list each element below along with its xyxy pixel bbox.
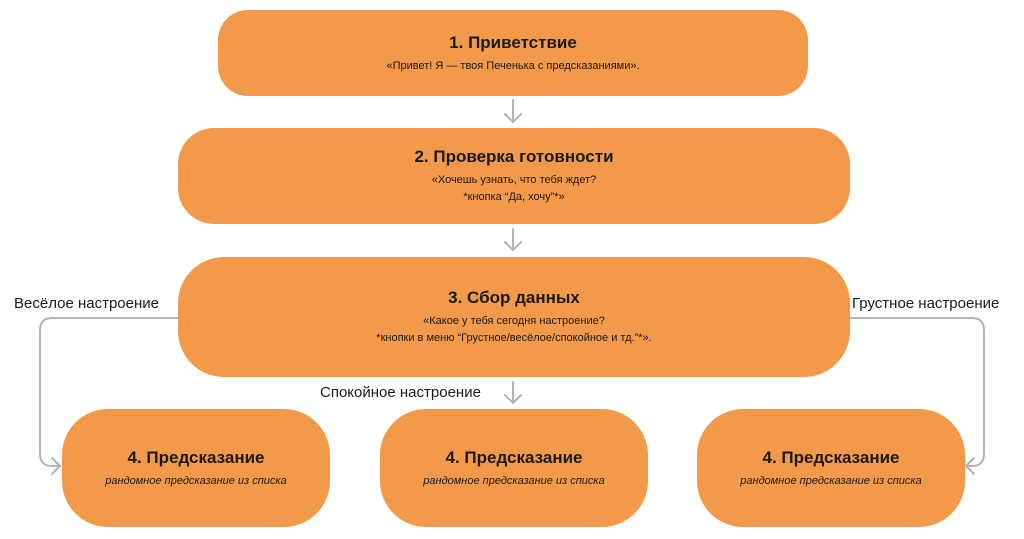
node-readiness-title: 2. Проверка готовности [414, 147, 614, 166]
node-greeting-text: «Привет! Я — твоя Печенька с предсказани… [386, 59, 640, 72]
node-data-collection-text-2: *кнопки в меню “Грустное/весёлое/спокойн… [376, 332, 652, 344]
node-greeting: 1. Приветствие «Привет! Я — твоя Печеньк… [218, 10, 808, 96]
edge-label-calm: Спокойное настроение [320, 384, 481, 401]
node-data-collection-title: 3. Сбор данных [448, 288, 580, 307]
node-data-collection-text-1: «Какое у тебя сегодня настроение? [423, 315, 605, 327]
node-greeting-title: 1. Приветствие [449, 32, 577, 52]
prediction-title: 4. Предсказание [445, 447, 583, 467]
node-readiness: 2. Проверка готовности «Хочешь узнать, ч… [178, 128, 850, 224]
prediction-subtitle: рандомное предсказание из списка [423, 474, 605, 487]
arrow-greeting-to-readiness [504, 99, 522, 123]
arrow-calm [504, 381, 522, 404]
edge-label-sad: Грустное настроение [852, 295, 1000, 312]
prediction-title: 4. Предсказание [127, 447, 265, 467]
node-readiness-text-1: «Хочешь узнать, что тебя ждет? [431, 174, 597, 186]
edge-label-happy: Весёлое настроение [14, 295, 159, 312]
arrow-happy [39, 317, 179, 475]
node-data-collection: 3. Сбор данных «Какое у тебя сегодня нас… [178, 257, 850, 377]
node-prediction-sad: 4. Предсказание рандомное предсказание и… [697, 409, 965, 527]
arrow-sad [849, 317, 985, 475]
node-prediction-happy: 4. Предсказание рандомное предсказание и… [62, 409, 330, 527]
node-prediction-calm: 4. Предсказание рандомное предсказание и… [380, 409, 648, 527]
arrow-readiness-to-data [504, 228, 522, 251]
prediction-title: 4. Предсказание [762, 447, 900, 467]
prediction-subtitle: рандомное предсказание из списка [740, 474, 922, 487]
prediction-subtitle: рандомное предсказание из списка [105, 474, 287, 487]
node-readiness-text-2: *кнопка “Да, хочу”*» [463, 191, 565, 203]
